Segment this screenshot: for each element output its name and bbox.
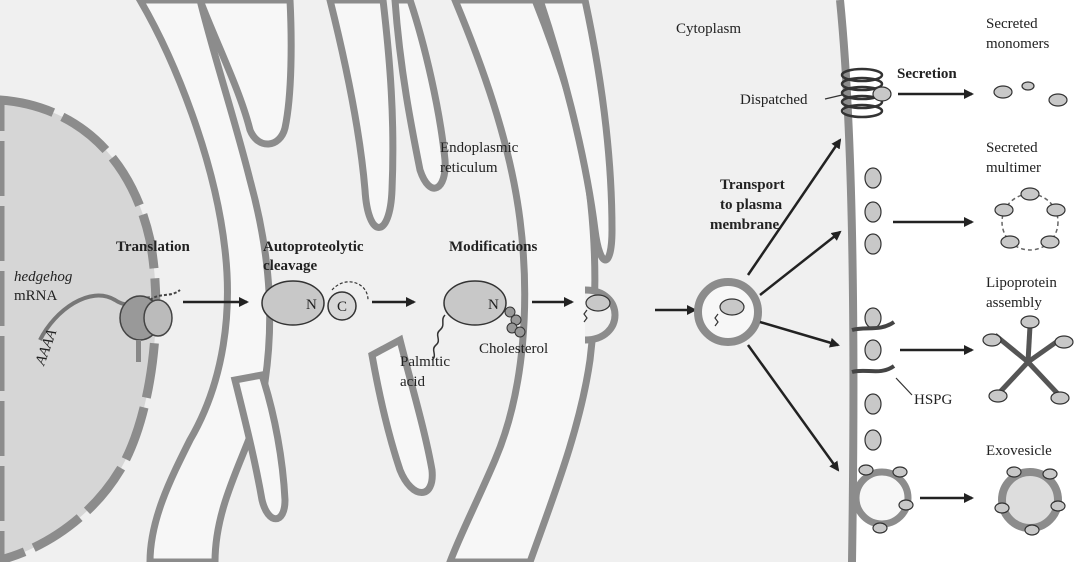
cleavage-label: cleavage <box>263 258 317 274</box>
secreted-multimer-line2: multimer <box>986 160 1041 176</box>
dispatched-label: Dispatched <box>740 92 808 108</box>
autoproteolytic-label: Autoproteolytic <box>263 239 364 255</box>
lipoprotein-assembly <box>983 316 1073 404</box>
exovesicle-label: Exovesicle <box>986 443 1052 459</box>
n-terminal-label: N <box>306 297 317 313</box>
mrna-word-label: mRNA <box>14 288 58 304</box>
transport-label-line3: membrane <box>710 217 779 233</box>
palmitic-label: Palmitic <box>400 354 450 370</box>
transport-vesicle <box>698 282 758 342</box>
hspg-label: HSPG <box>914 392 953 408</box>
transport-label-line1: Transport <box>720 177 785 193</box>
secreted-monomers-line2: monomers <box>986 36 1049 52</box>
exovesicle <box>995 467 1065 535</box>
er-label-line1: Endoplasmic <box>440 140 519 156</box>
lipoprotein-line2: assembly <box>986 295 1042 311</box>
secretion-label: Secretion <box>897 66 957 82</box>
cholesterol-label: Cholesterol <box>479 341 548 357</box>
secreted-monomers <box>994 82 1067 106</box>
output-arrows <box>893 94 972 498</box>
secreted-monomers-line1: Secreted <box>986 16 1038 32</box>
er-label-line2: reticulum <box>440 160 498 176</box>
c-terminal-label: C <box>337 299 347 315</box>
mrna-gene-label: hedgehog <box>14 269 73 285</box>
exovesicle-budding <box>856 465 913 533</box>
modified-n-label: N <box>488 297 499 313</box>
cytoplasm-label: Cytoplasm <box>676 21 741 37</box>
secreted-multimer <box>995 188 1065 250</box>
lipoprotein-line1: Lipoprotein <box>986 275 1057 291</box>
transport-label-line2: to plasma <box>720 197 783 213</box>
modifications-label: Modifications <box>449 239 537 255</box>
membrane-proteins <box>865 168 881 450</box>
secreted-multimer-line1: Secreted <box>986 140 1038 156</box>
translation-label: Translation <box>116 239 191 255</box>
hspg-pointer <box>896 378 912 395</box>
acid-label: acid <box>400 374 425 390</box>
